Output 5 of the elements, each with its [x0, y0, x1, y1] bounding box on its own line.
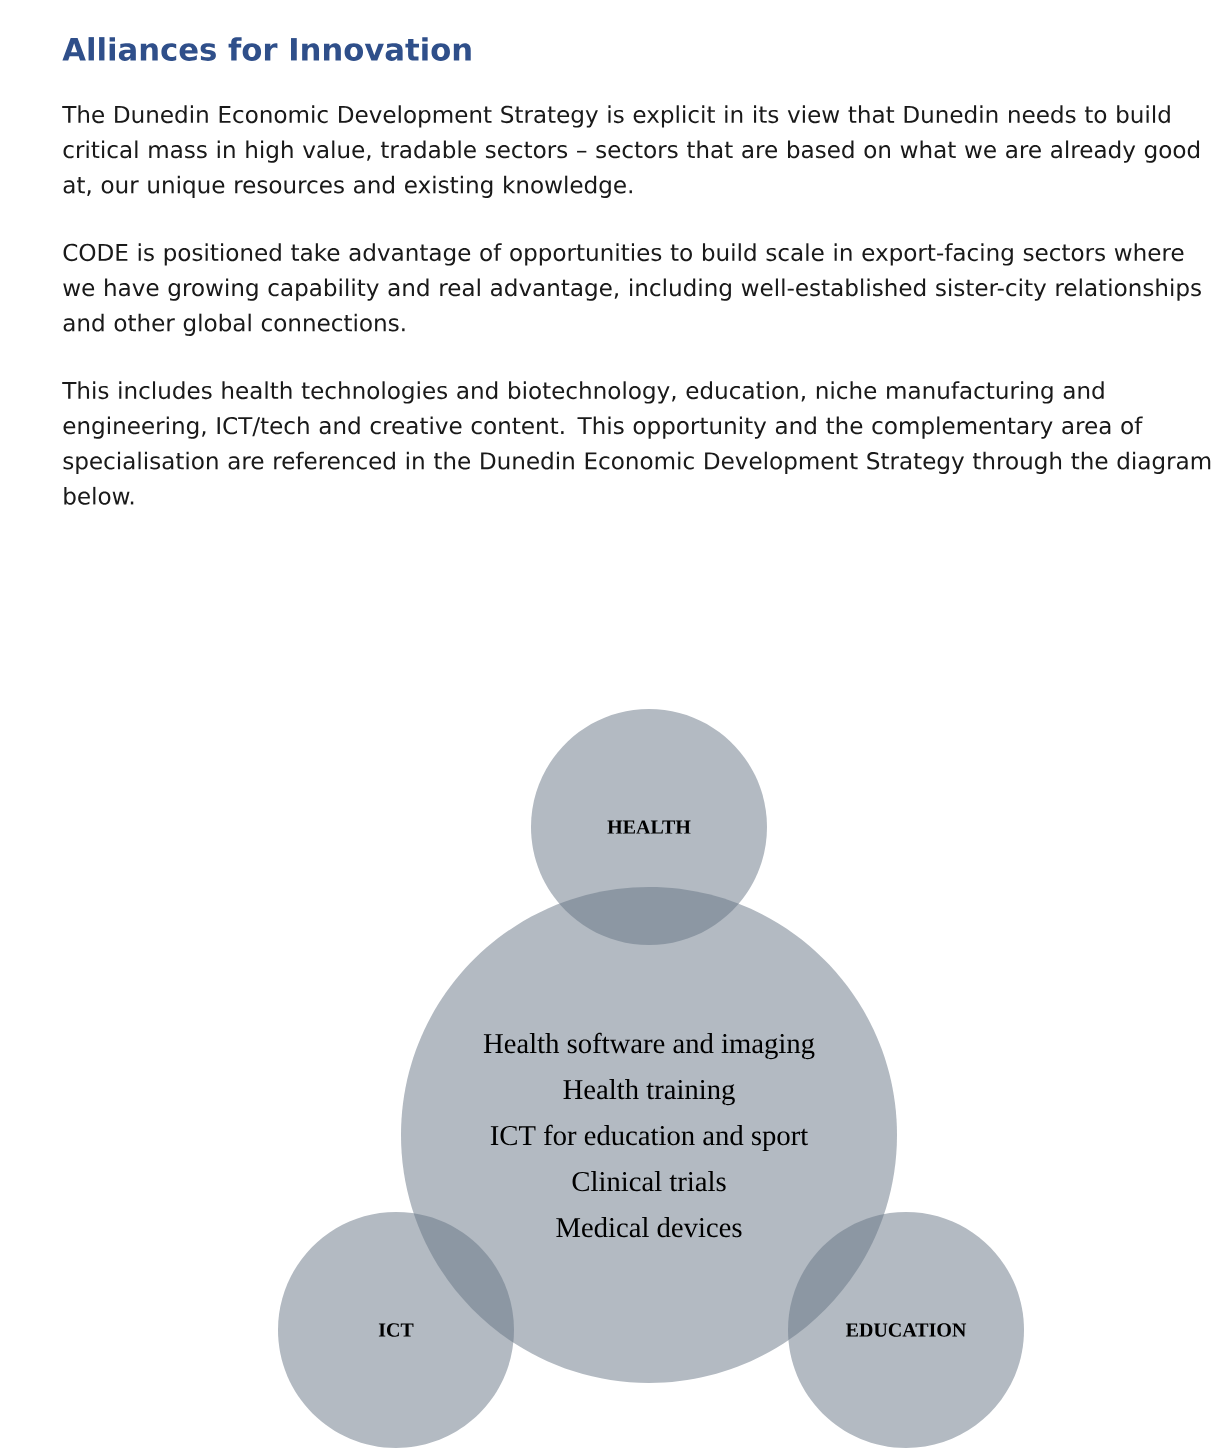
paragraph: This includes health technologies and biotechnology, education, niche manufacturing and engineering, ICT/tech and creative content. This opportunity and the complementary area of specialisation are referenced in the Dunedin Economic Development Strategy through the diagram below.	[62, 381, 1211, 505]
node-label: HEALTH	[607, 820, 691, 834]
heading: Alliances for Innovation	[62, 37, 471, 61]
paragraph: The Dunedin Economic Development Strategy is explicit in its view that Dunedin needs to build critical mass in high value, tradable sectors – sectors that are based on what we are already good at, our unique resources and existing knowledge.	[62, 105, 1199, 198]
paragraph: CODE is positioned take advantage of opportunities to build scale in export-facing sectors where we have growing capability and real advantage, including well-established sister-city relationships and other global connections.	[63, 243, 1201, 336]
